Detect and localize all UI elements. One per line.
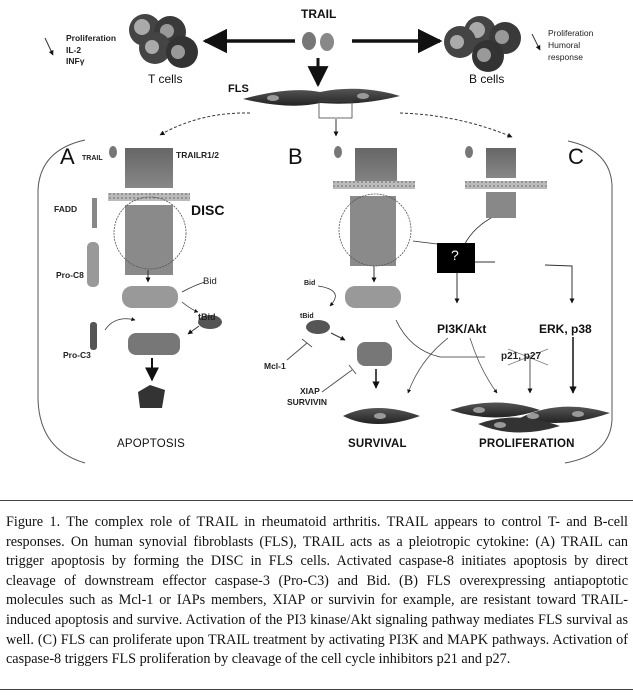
disc-complex-a — [108, 148, 190, 275]
pro-c8-icon — [87, 242, 99, 287]
receptor-c — [465, 148, 547, 218]
trail-ligand-a-icon — [109, 146, 117, 158]
disc-label: DISC — [191, 202, 225, 218]
pro-c3-label: Pro-C3 — [63, 350, 91, 360]
caption-title: Figure 1. The complex role of TRAIL in r… — [6, 514, 381, 530]
mitochondrion-a-icon — [198, 315, 222, 329]
survival-label: SURVIVAL — [348, 438, 407, 450]
trail-label: TRAIL — [301, 7, 337, 21]
receptor-label: TRAILR1/2 — [176, 150, 219, 160]
proliferation-label: PROLIFERATION — [479, 438, 575, 450]
caption-text: TRAIL appears to control T- and B-cell r… — [6, 514, 628, 668]
xiap-label: XIAP — [300, 386, 320, 396]
t-effect-proliferation: Proliferation — [66, 33, 117, 43]
survivin-label: SURVIVIN — [287, 397, 327, 407]
caspase8-a-icon — [122, 286, 178, 308]
fls-cell-icon — [243, 88, 400, 119]
unknown-mediator-box — [437, 243, 475, 273]
figure-caption: Figure 1. The complex role of TRAIL in r… — [6, 513, 628, 670]
bid-a-label: Bid — [203, 276, 217, 287]
trail-ligand-icon — [302, 32, 334, 51]
tbid-a-label: tBid — [198, 312, 216, 322]
apoptosis-label: APOPTOSIS — [117, 438, 186, 450]
diagram-canvas — [37, 14, 613, 464]
caspase8-b-icon — [345, 286, 401, 308]
trail-ligand-c-icon — [465, 146, 473, 158]
panel-a-letter: A — [60, 144, 75, 169]
apoptotic-cell-icon — [138, 385, 165, 408]
pi3k-akt-label: PI3K/Akt — [437, 322, 487, 336]
mitochondrion-b-icon — [306, 320, 330, 334]
pro-c3-icon — [90, 322, 97, 350]
figure: TRAIL T cells B cells FLS Proliferation … — [37, 7, 613, 464]
bid-b-label: Bid — [304, 280, 316, 287]
p21-p27-label: p21, p27 — [501, 351, 542, 362]
t-effect-il2: IL-2 — [66, 45, 82, 55]
b-effect-response: response — [548, 52, 583, 62]
pro-c8-label: Pro-C8 — [56, 270, 84, 280]
caspase3-b-icon — [357, 342, 392, 366]
caption-bottom-rule — [0, 689, 633, 690]
unknown-mediator-label: ? — [451, 247, 459, 263]
proliferating-cells-icon — [450, 402, 610, 433]
b-effect-proliferation: Proliferation — [548, 28, 594, 38]
disc-complex-b — [333, 148, 415, 267]
panel-c-letter: C — [568, 144, 584, 169]
b-effect-humoral: Humoral — [548, 40, 581, 50]
b-cells-label: B cells — [469, 72, 505, 86]
trail-ligand-b-icon — [334, 146, 342, 158]
erk-p38-label: ERK, p38 — [539, 322, 592, 336]
fadd-icon — [92, 198, 97, 228]
t-cells-icon — [129, 14, 198, 68]
fls-label: FLS — [228, 83, 249, 95]
tbid-b-label: tBid — [300, 313, 314, 320]
b-cells-icon — [444, 16, 521, 72]
caption-top-rule — [0, 500, 633, 501]
fadd-label: FADD — [54, 204, 78, 214]
mcl1-label: Mcl-1 — [264, 361, 286, 371]
t-effect-infg: INFγ — [66, 56, 85, 66]
trail-a-label: TRAIL — [82, 155, 103, 162]
t-cells-label: T cells — [148, 72, 183, 86]
caspase3-a-icon — [128, 333, 180, 355]
panel-b-letter: B — [288, 144, 303, 169]
